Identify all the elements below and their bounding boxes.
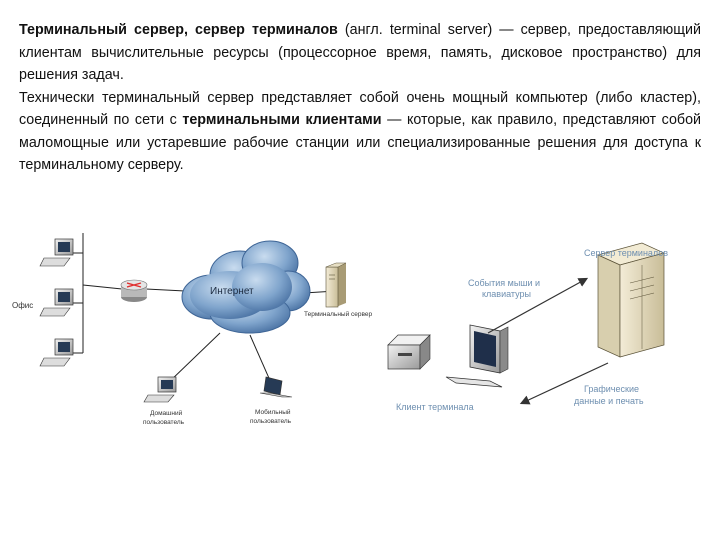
home-user-label-1: Домашний — [150, 409, 183, 417]
router-icon — [120, 279, 148, 302]
term-bold: Терминальный сервер, сервер терминалов — [19, 22, 338, 38]
office-pc-2-icon — [39, 288, 74, 317]
server-terminals-tower-icon — [596, 242, 666, 358]
home-user-label-2: пользователь — [143, 419, 185, 426]
office-pc-1-icon — [39, 238, 74, 267]
graphics-data-arrow-icon — [519, 362, 609, 405]
mobile-user-label-1: Мобильный — [255, 408, 291, 416]
paragraph-definition: Терминальный сервер, сервер терминалов (… — [19, 19, 701, 87]
terminal-server-label: Терминальный сервер — [304, 310, 372, 318]
network-diagram: Офис Интернет Терминальный сервер Домашн… — [12, 233, 668, 426]
client-terminal-label: Клиент терминала — [396, 402, 474, 412]
graphics-data-label-2: данные и печать — [574, 396, 644, 406]
home-user-pc-icon — [143, 376, 177, 403]
graphics-data-label-1: Графические — [584, 384, 639, 394]
document-text: Терминальный сервер, сервер терминалов (… — [19, 19, 701, 177]
technical-text-2: — которые, как правило, представляют соб… — [19, 112, 702, 173]
mouse-events-label-2: клавиатуры — [482, 289, 531, 299]
mouse-events-label-1: События мыши и — [468, 278, 540, 288]
server-terminals-label: Сервер терминалов — [584, 248, 668, 258]
internet-label: Интернет — [210, 286, 254, 297]
terminal-server-tower-icon — [325, 262, 347, 308]
printer-icon — [387, 334, 431, 370]
terminal-clients-bold: терминальными клиентами — [182, 112, 382, 128]
mouse-events-arrow-icon — [487, 277, 589, 334]
mobile-user-laptop-icon — [259, 376, 293, 398]
paragraph-technical: Технически терминальный сервер представл… — [19, 87, 701, 177]
technical-text-1: Технически терминальный сервер представл… — [19, 89, 701, 129]
definition-text: (англ. terminal server) — сервер, предос… — [19, 22, 701, 83]
office-pc-3-icon — [39, 338, 74, 367]
mobile-user-label-2: пользователь — [250, 418, 292, 425]
internet-cloud-icon — [181, 240, 311, 334]
office-label: Офис — [12, 301, 33, 310]
client-terminal-pc-icon — [445, 324, 509, 388]
